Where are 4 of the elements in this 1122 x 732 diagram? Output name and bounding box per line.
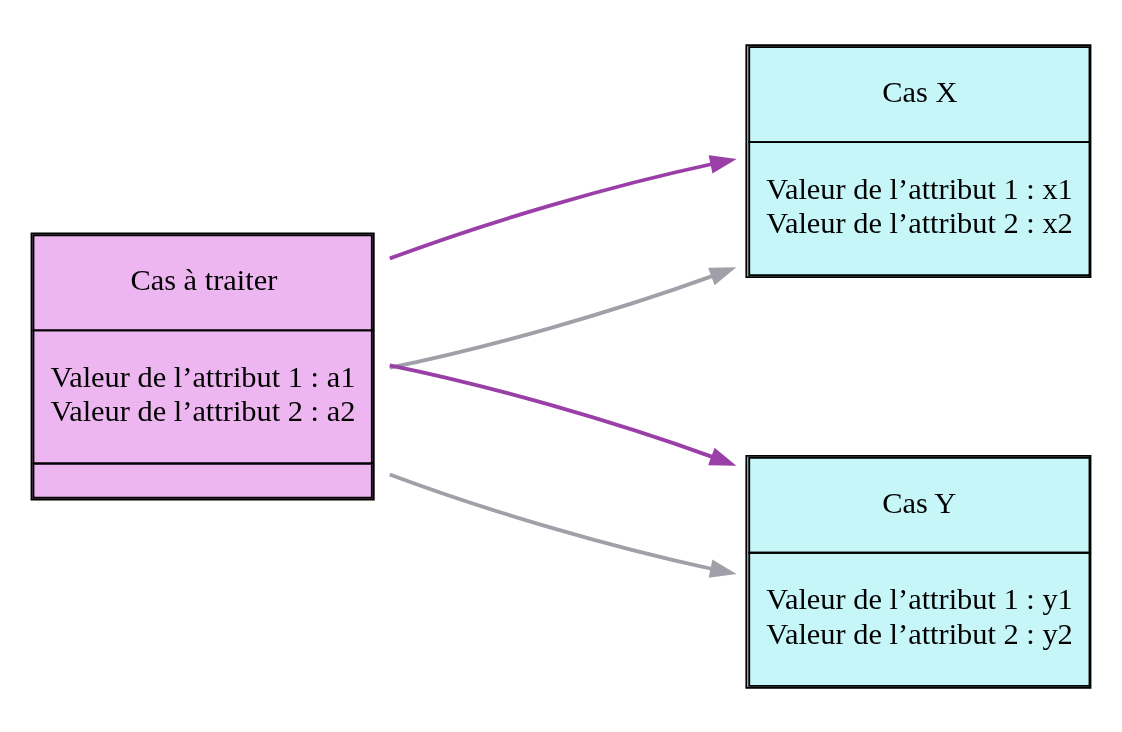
arrow [389, 472, 737, 578]
arrow [389, 363, 737, 466]
arrow [389, 266, 737, 369]
arrow [389, 154, 737, 260]
